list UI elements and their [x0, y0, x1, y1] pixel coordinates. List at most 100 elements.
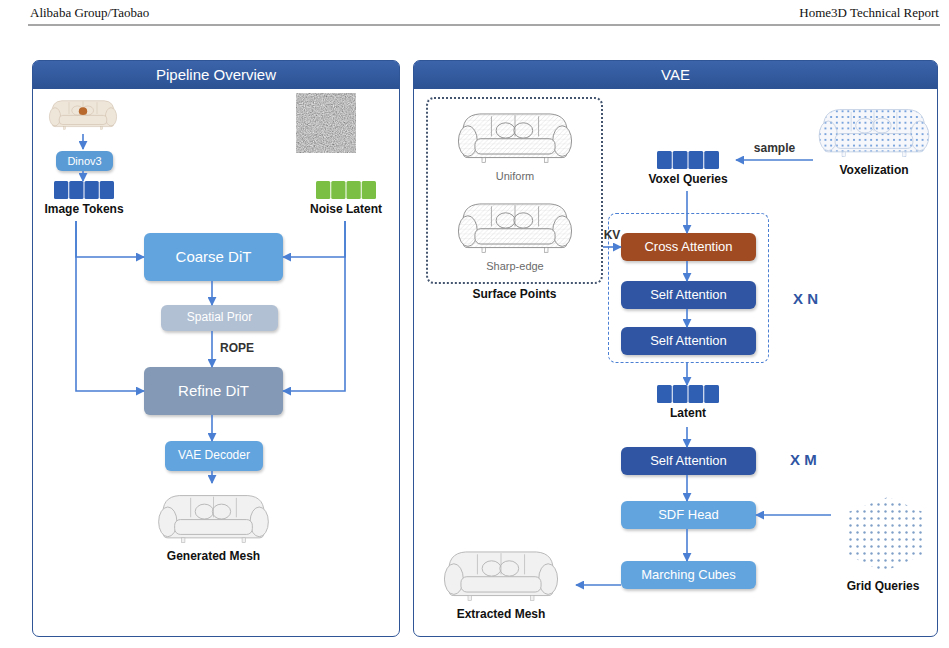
token-cell: [100, 181, 114, 199]
token-cell: [689, 385, 704, 403]
node-text: Uniform: [429, 170, 601, 183]
process-box: Refine DiT: [144, 367, 283, 415]
flow-arrow: [211, 331, 213, 367]
process-box: Self Attention: [621, 281, 756, 309]
query-grid: [848, 497, 923, 572]
node-text: Generated Mesh: [129, 550, 298, 564]
flow-arrow: [82, 171, 84, 181]
token-sequence: Latent: [640, 385, 736, 427]
input-group: Surface PointsUniformSharp-edge: [426, 97, 603, 309]
illustration: [441, 101, 589, 167]
process-box: SDF Head: [621, 501, 756, 529]
node-text: Pipeline Overview: [33, 61, 399, 89]
sofa-wire: [458, 114, 571, 162]
process-box: Cross Attention: [621, 233, 756, 261]
section-panel: Pipeline OverviewDinov3Image TokensNoise…: [32, 60, 400, 637]
input-arrow: [82, 134, 84, 149]
sofa-pillow: [79, 107, 87, 115]
node-text: VAE: [414, 61, 937, 89]
process-box: Coarse DiT: [144, 233, 283, 281]
flow-arrow: [76, 221, 144, 257]
token-cell: [657, 385, 672, 403]
flow-arrow: [686, 363, 688, 385]
sofa-mesh: [444, 552, 557, 600]
token-bar: [657, 151, 719, 169]
noise-image: [296, 93, 356, 153]
header-rule: [28, 25, 940, 26]
token-cell: [316, 181, 330, 199]
process-box: VAE Decoder: [165, 441, 263, 471]
header-text: Home3D Technical Report: [799, 5, 939, 21]
token-sequence: Noise Latent: [301, 181, 391, 221]
flow-arrow: [211, 415, 213, 441]
node-text: Self Attention: [650, 334, 727, 349]
token-cell: [85, 181, 99, 199]
token-sequence: Image Tokens: [39, 181, 129, 221]
node-text: Extracted Mesh: [414, 608, 588, 622]
process-box: Self Attention: [621, 447, 756, 475]
token-cell: [689, 151, 704, 169]
node-text: Self Attention: [650, 288, 727, 303]
node-text: Image Tokens: [27, 203, 141, 217]
node-text: Surface Points: [414, 288, 615, 302]
sofa-mesh: [159, 496, 269, 543]
header-text: Alibaba Group/Taobao: [30, 5, 149, 21]
node-text: Dinov3: [67, 155, 101, 168]
sofa-photo: [49, 101, 116, 130]
node-text: Sharp-edge: [429, 260, 601, 273]
node-text: Coarse DiT: [176, 248, 252, 265]
node-text: Refine DiT: [178, 382, 249, 399]
flow-arrow: [603, 246, 621, 248]
flow-arrow: [736, 159, 813, 161]
illustration: [141, 483, 286, 547]
token-cell: [331, 181, 345, 199]
process-box: Dinov3: [56, 151, 113, 171]
flow-arrow: [576, 584, 621, 586]
token-cell: [347, 181, 361, 199]
node-text: VAE Decoder: [178, 449, 250, 463]
token-cell: [704, 385, 719, 403]
process-box: Marching Cubes: [621, 561, 756, 589]
illustration-node: Voxelization: [813, 97, 935, 181]
illustration-node: Grid Queries: [831, 487, 935, 603]
illustration: [441, 191, 589, 257]
repeat-block: X NCross AttentionSelf AttentionSelf Att…: [608, 213, 851, 363]
node-text: Spatial Prior: [187, 311, 252, 325]
edge-label: KV: [604, 228, 621, 242]
node-text: Noise Latent: [289, 203, 403, 217]
input-image: [49, 101, 116, 130]
token-bar: [657, 385, 719, 403]
flow-arrow: [756, 514, 831, 516]
illustration: [831, 487, 935, 577]
section-panel: VAE Surface Points UniformSharp-edge Voxel …: [413, 60, 938, 637]
token-sequence: Voxel Queries: [640, 151, 736, 191]
token-cell: [54, 181, 68, 199]
flow-arrow: [686, 309, 688, 327]
flow-arrow: [76, 221, 144, 391]
node-text: Voxel Queries: [628, 173, 748, 187]
token-cell: [704, 151, 719, 169]
node-text: Cross Attention: [644, 240, 732, 255]
flow-arrow: [283, 221, 345, 257]
illustration-node: Sharp-edge: [441, 191, 589, 279]
process-box: Spatial Prior: [161, 305, 278, 331]
sofa-points: [819, 110, 929, 157]
flow-arrow: [686, 261, 688, 281]
token-cell: [362, 181, 376, 199]
flow-arrow: [686, 529, 688, 561]
illustration: [426, 539, 576, 605]
edge-label: ROPE: [220, 341, 254, 355]
token-cell: [673, 385, 688, 403]
node-text: Grid Queries: [819, 580, 947, 594]
node-text: Latent: [628, 407, 748, 421]
flow-arrow: [211, 281, 213, 305]
flow-arrow: [283, 221, 345, 391]
node-text: X N: [793, 290, 818, 307]
node-text: Marching Cubes: [641, 568, 736, 583]
node-text: Voxelization: [801, 164, 947, 178]
edge-label: sample: [754, 141, 795, 155]
illustration-node: Generated Mesh: [141, 483, 286, 575]
flow-arrow: [211, 471, 213, 483]
repeat-count: X M: [790, 451, 817, 468]
